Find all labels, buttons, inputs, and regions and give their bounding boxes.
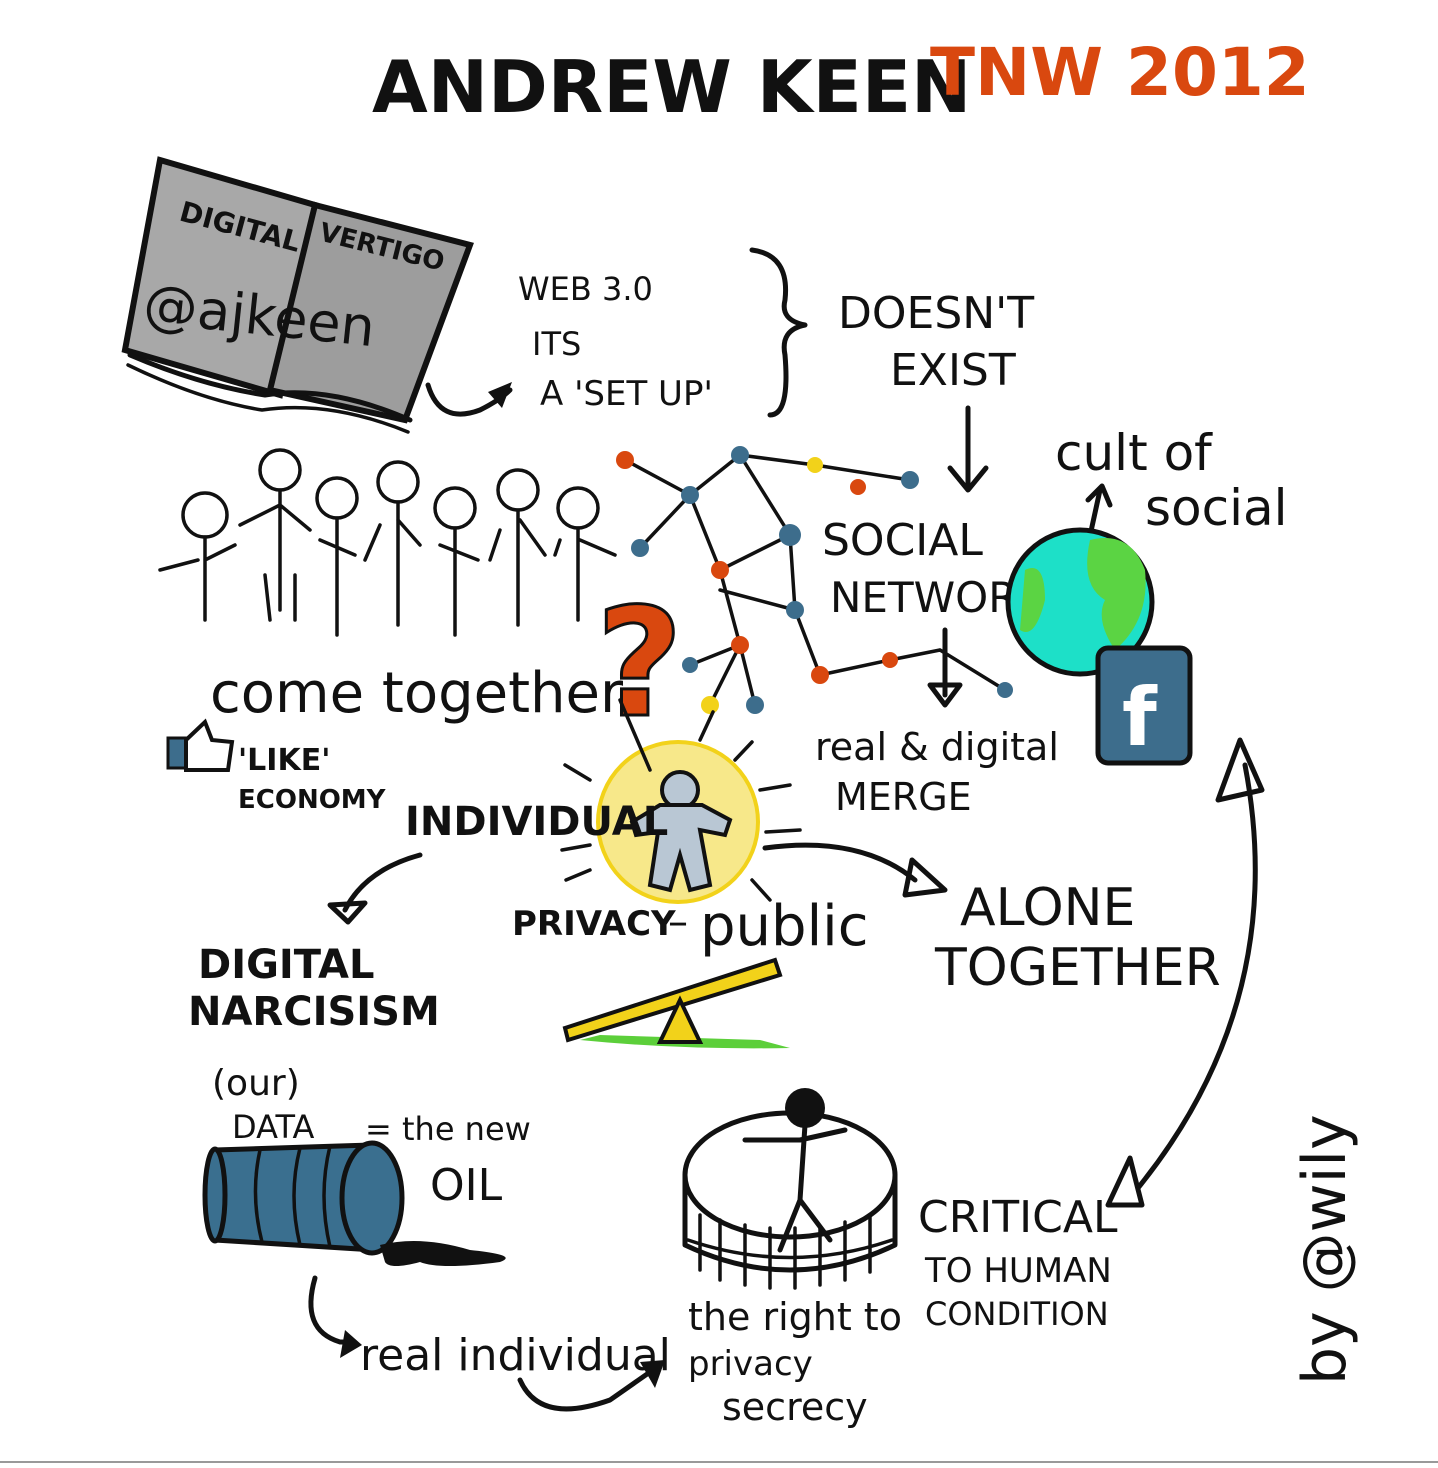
people-holding-hands bbox=[158, 448, 617, 637]
oil-label: OIL bbox=[430, 1160, 503, 1211]
individual-figure bbox=[560, 698, 802, 904]
svg-text:f: f bbox=[1122, 671, 1158, 764]
book-illustration bbox=[121, 156, 474, 434]
oil-barrel-icon bbox=[202, 1140, 506, 1266]
curved-arrow-icon bbox=[517, 1369, 653, 1412]
privacy-label: PRIVACY bbox=[512, 904, 676, 944]
like-economy-line2: ECONOMY bbox=[238, 785, 387, 815]
alone-together-line2: TOGETHER bbox=[934, 938, 1221, 998]
data-our: (our) bbox=[212, 1063, 300, 1104]
byline: by @wily bbox=[1290, 1114, 1360, 1385]
real-digital-line1: real & digital bbox=[815, 725, 1059, 769]
facebook-icon: f bbox=[1095, 645, 1193, 766]
web30-line3: A 'SET UP' bbox=[540, 374, 713, 414]
web30-line1: WEB 3.0 bbox=[518, 270, 653, 308]
critical-line2: TO HUMAN bbox=[924, 1251, 1112, 1291]
title-event: TNW 2012 bbox=[930, 34, 1310, 111]
thumbs-up-icon bbox=[166, 718, 235, 772]
data-eq: = the new bbox=[365, 1110, 531, 1148]
arrow-head-icon bbox=[488, 382, 512, 408]
right-privacy-line3: secrecy bbox=[722, 1385, 868, 1429]
social-network-line1: SOCIAL bbox=[822, 515, 983, 566]
come-together-label: come together bbox=[210, 661, 624, 726]
critical-line1: CRITICAL bbox=[918, 1192, 1118, 1243]
like-economy-line1: 'LIKE' bbox=[238, 743, 330, 778]
right-privacy-line2: privacy bbox=[688, 1344, 813, 1384]
real-individual-label: real individual bbox=[360, 1330, 671, 1381]
digital-narcisism-line1: DIGITAL bbox=[198, 942, 374, 988]
brace-icon bbox=[749, 247, 808, 418]
seesaw-icon bbox=[562, 957, 790, 1049]
globe-icon bbox=[1005, 527, 1155, 677]
cult-line2: social bbox=[1145, 479, 1288, 537]
data-label: DATA bbox=[232, 1108, 315, 1146]
web30-line2: ITS bbox=[532, 325, 581, 363]
title-speaker: ANDREW KEEN bbox=[372, 45, 971, 129]
individual-label: INDIVIDUAL bbox=[405, 799, 668, 845]
digital-narcisism-line2: NARCISISM bbox=[188, 989, 440, 1035]
curved-arrow-icon bbox=[762, 842, 918, 883]
social-network-graph bbox=[616, 446, 1013, 714]
privacy-dash: – bbox=[668, 899, 688, 945]
cult-line1: cult of bbox=[1055, 424, 1213, 482]
panopticon-icon bbox=[682, 1088, 898, 1290]
double-arrow-icon bbox=[1135, 762, 1258, 1191]
real-digital-line2: MERGE bbox=[835, 775, 972, 819]
doesnt-exist-line1: DOESN'T bbox=[838, 288, 1034, 339]
question-mark-icon: ? bbox=[596, 577, 683, 751]
doesnt-exist-line2: EXIST bbox=[890, 345, 1016, 396]
critical-line3: CONDITION bbox=[925, 1295, 1109, 1333]
right-privacy-line1: the right to bbox=[688, 1295, 902, 1339]
public-label: public bbox=[700, 894, 869, 959]
curved-arrow-icon bbox=[308, 1275, 353, 1345]
alone-together-line1: ALONE bbox=[960, 878, 1135, 938]
